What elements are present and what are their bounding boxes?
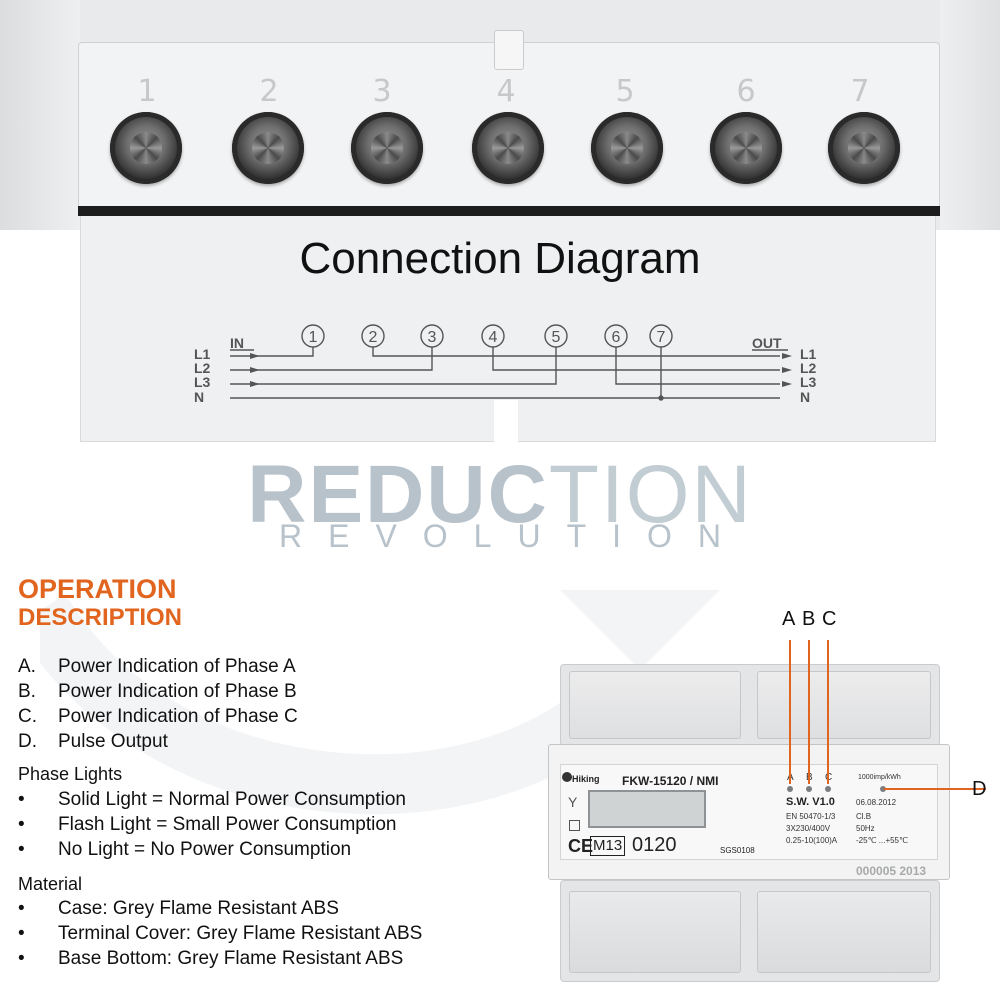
meter-software-version: S.W. V1.0 bbox=[786, 796, 835, 808]
right-line-L1: L1 bbox=[800, 346, 817, 362]
meter-spec-class: Cl.B bbox=[856, 812, 872, 821]
circle-number-1: 1 bbox=[309, 329, 318, 346]
terminal-number-7: 7 bbox=[850, 74, 870, 109]
operation-title: OPERATION DESCRIPTION bbox=[18, 574, 183, 631]
meter-date: 06.08.2012 bbox=[856, 798, 897, 807]
terminal-screw-icon bbox=[232, 112, 304, 184]
terminal-number-3: 3 bbox=[372, 74, 392, 109]
list-item: •Case: Grey Flame Resistant ABS bbox=[18, 898, 339, 919]
list-item: C.Power Indication of Phase C bbox=[18, 706, 298, 727]
terminal-screw-icon bbox=[828, 112, 900, 184]
material-list: •Case: Grey Flame Resistant ABS •Termina… bbox=[18, 896, 422, 971]
in-label: IN bbox=[230, 335, 244, 351]
wiring-diagram: 1 2 3 4 5 6 7 IN OUT L1 L2 L3 N L1 L2 L3… bbox=[194, 324, 817, 405]
phase-lights-heading: Phase Lights bbox=[18, 764, 123, 784]
m13-mark: M13 bbox=[590, 836, 626, 856]
callout-a: A bbox=[782, 608, 796, 630]
double-insulation-icon bbox=[569, 820, 580, 831]
out-label: OUT bbox=[752, 335, 782, 351]
meter-sgs-code: SGS0108 bbox=[720, 846, 755, 855]
terminal-shelf bbox=[78, 206, 940, 216]
pulse-led bbox=[880, 786, 886, 792]
phase-lights-list: •Solid Light = Normal Power Consumption … bbox=[18, 787, 406, 862]
list-item: B.Power Indication of Phase B bbox=[18, 681, 297, 702]
brand-logo-icon bbox=[562, 772, 572, 782]
brand-logo: REDUCTION bbox=[247, 449, 753, 540]
terminal-number-5: 5 bbox=[615, 74, 635, 109]
circle-number-3: 3 bbox=[428, 329, 437, 346]
diagram-title: Connection Diagram bbox=[299, 234, 701, 283]
meter-bottom-panel-right bbox=[757, 891, 931, 973]
three-phase-icon: Y bbox=[568, 794, 578, 810]
left-line-L2: L2 bbox=[194, 360, 211, 376]
right-line-N: N bbox=[800, 389, 810, 405]
meter-phase-label-a: A bbox=[787, 772, 794, 783]
meter-serial: 000005 2013 bbox=[856, 864, 927, 878]
callout-b: B bbox=[802, 608, 816, 630]
terminal-number-4: 4 bbox=[496, 74, 516, 109]
phase-c-led bbox=[825, 786, 831, 792]
list-item: •Flash Light = Small Power Consumption bbox=[18, 814, 397, 835]
housing-left bbox=[0, 0, 80, 230]
ce-mark: CE bbox=[568, 836, 594, 856]
terminal-number-1: 1 bbox=[137, 74, 157, 109]
terminal-screw-icon bbox=[591, 112, 663, 184]
watermark-swoosh bbox=[40, 590, 720, 815]
cover-notch bbox=[494, 400, 518, 442]
meter-impulse-rate: 1000imp/kWh bbox=[858, 774, 901, 781]
meter-model: FKW-15120 / NMI bbox=[622, 774, 719, 788]
phase-a-led bbox=[787, 786, 793, 792]
left-line-L1: L1 bbox=[194, 346, 211, 362]
meter-top-panel-right bbox=[757, 671, 931, 739]
circle-number-6: 6 bbox=[612, 329, 621, 346]
meter-spec-voltage: 3X230/400V bbox=[786, 824, 831, 833]
list-item: A.Power Indication of Phase A bbox=[18, 656, 296, 677]
meter-spec-current: 0.25-10(100)A bbox=[786, 836, 838, 845]
list-item: •Terminal Cover: Grey Flame Resistant AB… bbox=[18, 923, 423, 944]
terminal-screw-icon bbox=[110, 112, 182, 184]
list-item: •No Light = No Power Consumption bbox=[18, 839, 352, 860]
circle-number-2: 2 bbox=[369, 329, 378, 346]
list-item: •Solid Light = Normal Power Consumption bbox=[18, 789, 406, 810]
circle-number-5: 5 bbox=[552, 329, 561, 346]
terminal-screw-icon bbox=[351, 112, 423, 184]
meter-top-panel-left bbox=[569, 671, 741, 739]
list-item: •Base Bottom: Grey Flame Resistant ABS bbox=[18, 948, 404, 969]
meter-bottom-panel-left bbox=[569, 891, 741, 973]
terminal-number-2: 2 bbox=[259, 74, 279, 109]
circle-number-7: 7 bbox=[657, 329, 666, 346]
meter-bottom-cover bbox=[560, 880, 940, 982]
meter-brand: Hiking bbox=[572, 774, 600, 784]
operation-items: A.Power Indication of Phase A B.Power In… bbox=[18, 654, 298, 754]
circle-number-4: 4 bbox=[489, 329, 498, 346]
material-heading: Material bbox=[18, 874, 83, 894]
brand-logo-subtitle: REVOLUTION bbox=[278, 518, 748, 554]
cover-clip bbox=[494, 30, 524, 70]
meter-spec-temperature: -25℃ ...+55℃ bbox=[856, 836, 908, 845]
list-item: D.Pulse Output bbox=[18, 731, 168, 752]
terminal-screw-icon bbox=[710, 112, 782, 184]
left-line-L3: L3 bbox=[194, 374, 211, 390]
phase-b-led bbox=[806, 786, 812, 792]
left-line-N: N bbox=[194, 389, 204, 405]
callout-d: D bbox=[972, 778, 987, 800]
callout-c: C bbox=[822, 608, 837, 630]
right-line-L2: L2 bbox=[800, 360, 817, 376]
meter-top-cover bbox=[560, 664, 940, 746]
meter-phase-label-c: C bbox=[825, 772, 833, 783]
meter-spec-frequency: 50Hz bbox=[856, 824, 875, 833]
meter-spec-standard: EN 50470-1/3 bbox=[786, 812, 836, 821]
meter-lcd-display bbox=[588, 790, 706, 828]
right-line-L3: L3 bbox=[800, 374, 817, 390]
meter-phase-label-b: B bbox=[806, 772, 813, 783]
terminal-number-6: 6 bbox=[736, 74, 756, 109]
terminal-screw-icon bbox=[472, 112, 544, 184]
meter-approval-code: 0120 bbox=[632, 834, 677, 856]
housing-right bbox=[940, 0, 1000, 230]
